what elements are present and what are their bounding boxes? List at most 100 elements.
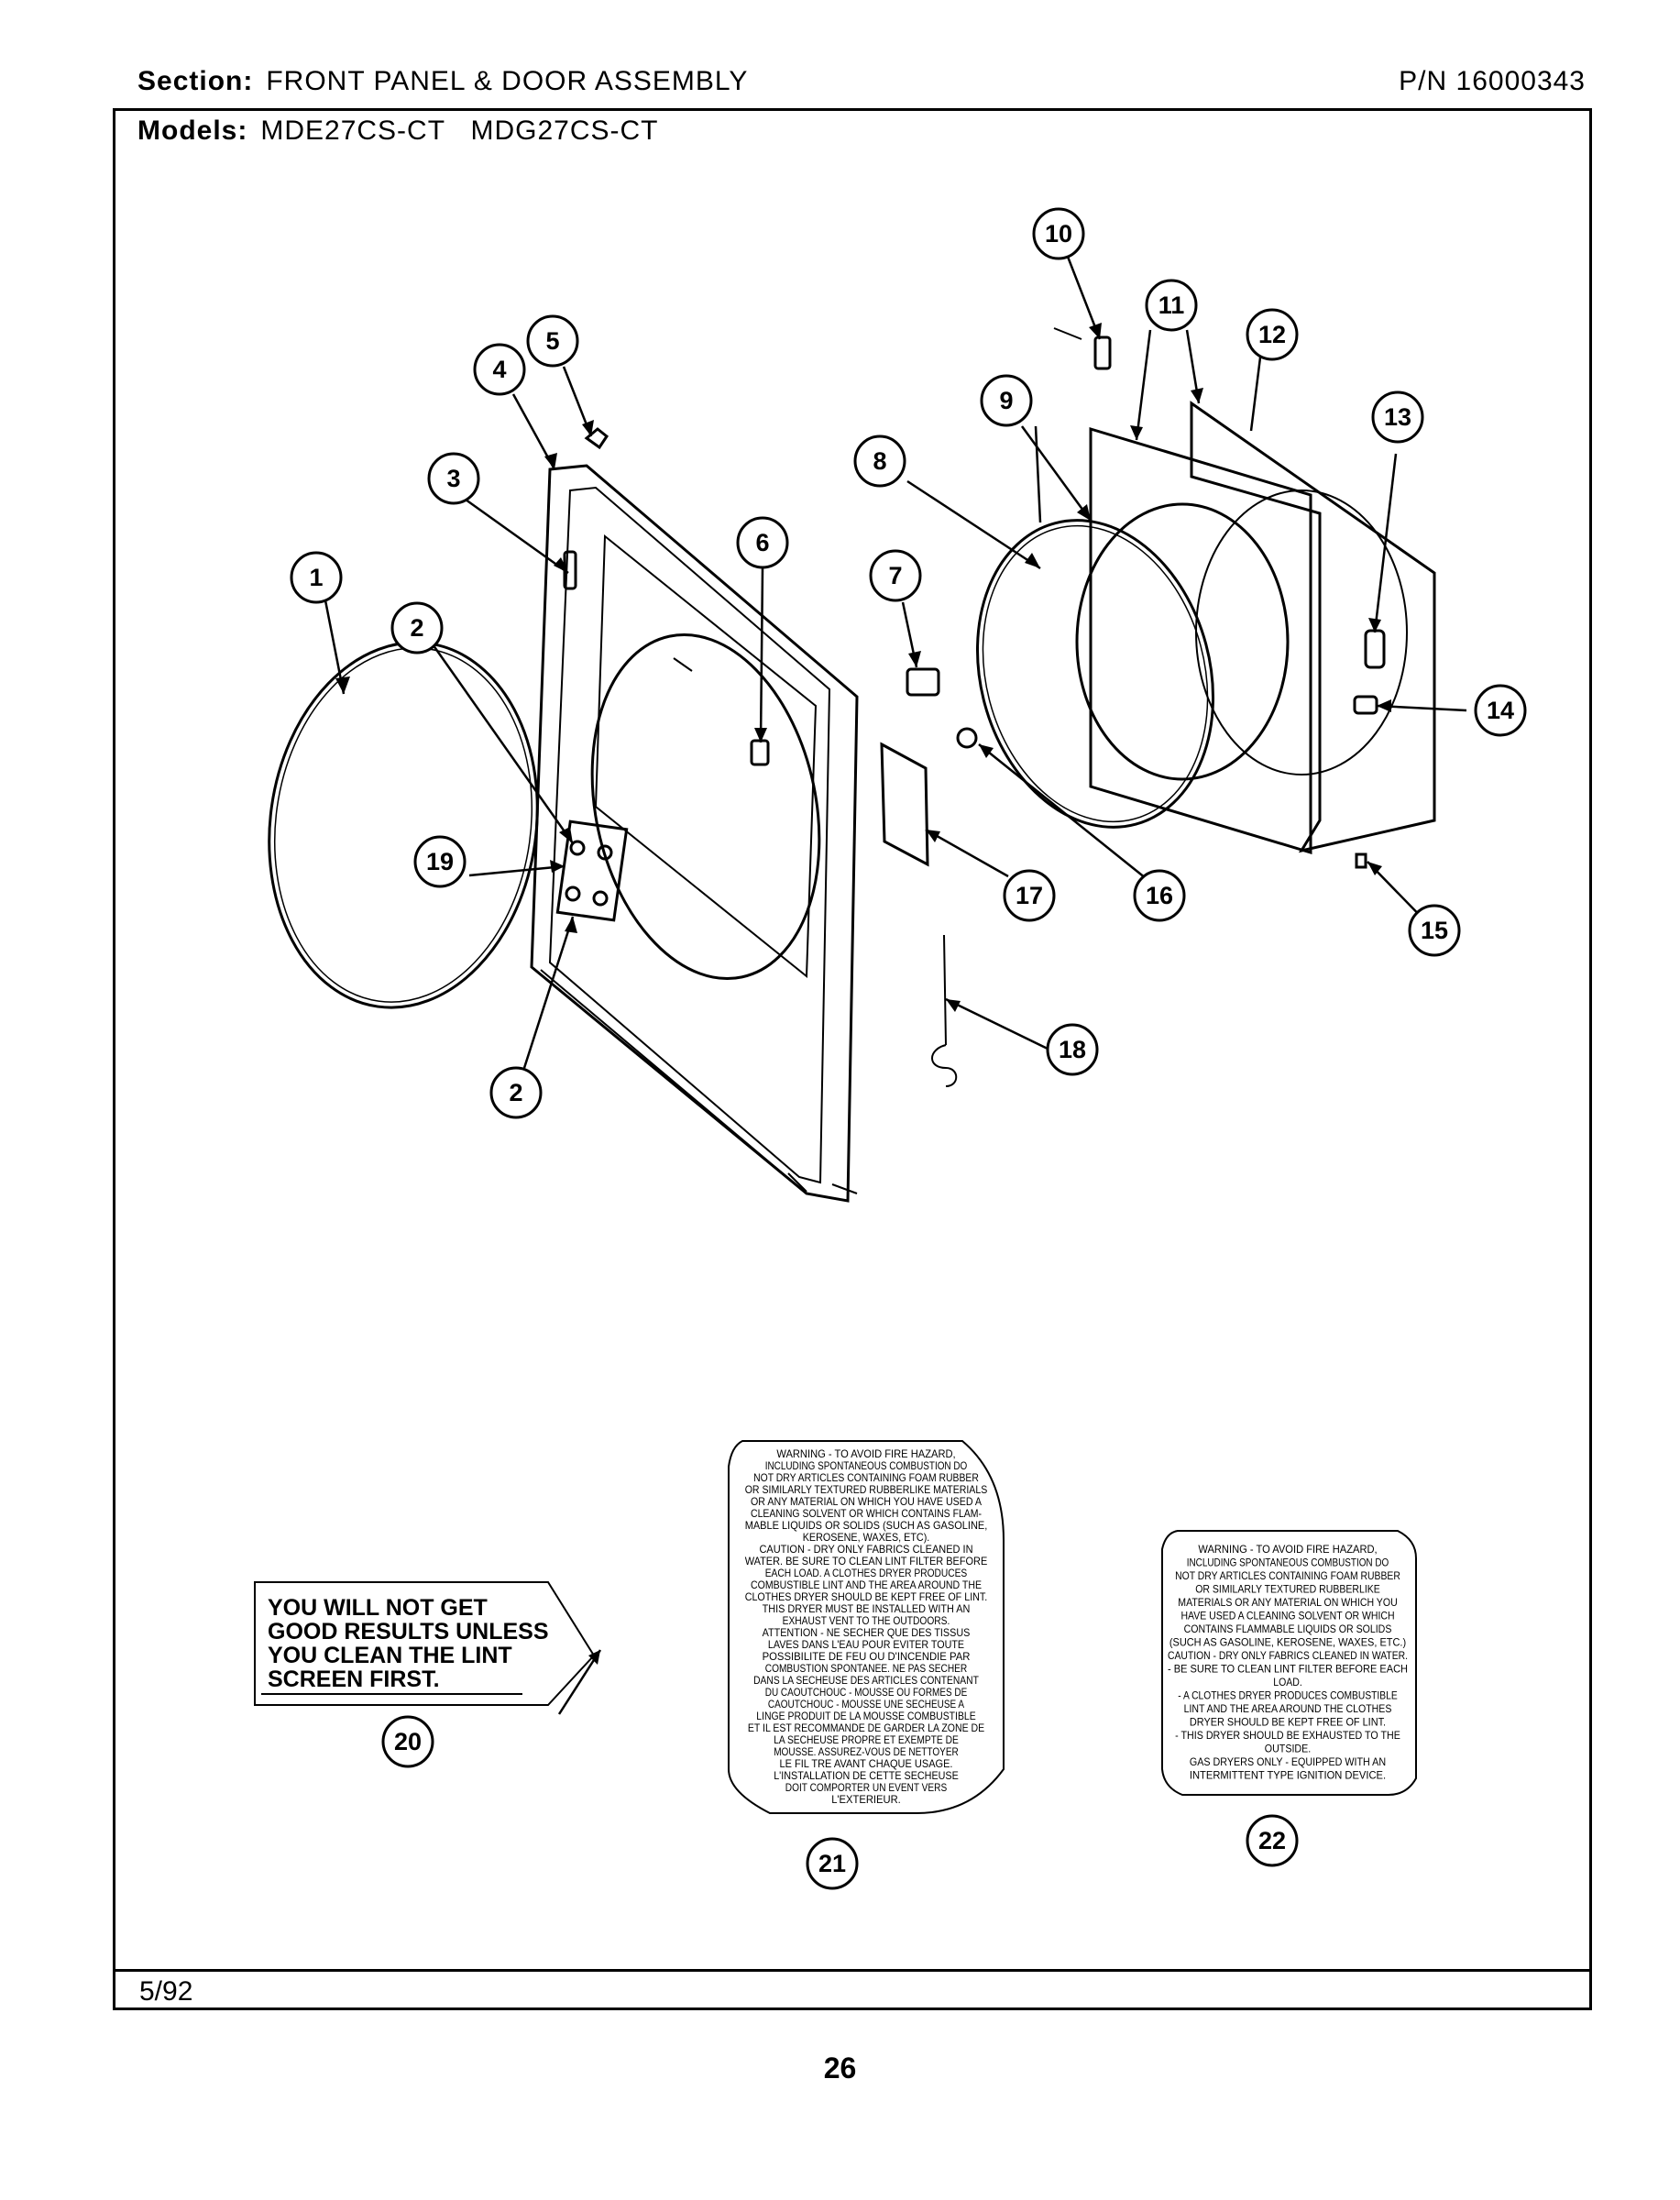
label21-text-line: DU CAOUTCHOUC - MOUSSE OU FORMES DE xyxy=(765,1686,968,1699)
callout-number: 22 xyxy=(1258,1827,1286,1854)
callout-circle xyxy=(1003,869,1056,922)
callout-circle xyxy=(1046,1023,1099,1076)
callout-circle xyxy=(1246,1814,1299,1867)
label21-text-line: CAUTION - DRY ONLY FABRICS CLEANED IN xyxy=(759,1543,972,1556)
label21-text-line: CLOTHES DRYER SHOULD BE KEPT FREE OF LIN… xyxy=(745,1590,988,1603)
callout-number: 6 xyxy=(755,529,769,556)
label21-text-line: LAVES DANS L'EAU POUR EVITER TOUTE xyxy=(768,1638,964,1651)
label22-text-line: LOAD. xyxy=(1273,1676,1302,1688)
label21-text-line: EACH LOAD. A CLOTHES DRYER PRODUCES xyxy=(765,1567,968,1579)
callout-circle xyxy=(473,343,526,396)
callout-circle xyxy=(390,601,444,654)
callout-number: 8 xyxy=(873,447,886,475)
label22-text-line: LINT AND THE AREA AROUND THE CLOTHES xyxy=(1184,1702,1392,1715)
section-title: Section: FRONT PANEL & DOOR ASSEMBLY xyxy=(137,66,748,97)
label21-text-line: LE FIL TRE AVANT CHAQUE USAGE. xyxy=(780,1757,953,1770)
label21-text-line: CAOUTCHOUC - MOUSSE UNE SECHEUSE A xyxy=(768,1698,964,1710)
callout-circle xyxy=(806,1837,859,1890)
label21-text-line: OR SIMILARLY TEXTURED RUBBERLIKE MATERIA… xyxy=(745,1483,988,1496)
label21-text-line: ATTENTION - NE SECHER QUE DES TISSUS xyxy=(763,1626,971,1639)
lint-plate xyxy=(880,742,929,867)
callout-circle xyxy=(1133,869,1186,922)
label21-text-line: THIS DRYER MUST BE INSTALLED WITH AN xyxy=(763,1602,971,1615)
warning-label-bilingual: WARNING - TO AVOID FIRE HAZARD,INCLUDING… xyxy=(728,1440,1005,1814)
models-value: MDE27CS-CT MDG27CS-CT xyxy=(260,116,659,146)
callout-number: 12 xyxy=(1258,321,1286,348)
callout-circle xyxy=(381,1715,434,1768)
label21-text-line: INCLUDING SPONTANEOUS COMBUSTION DO xyxy=(765,1459,968,1472)
inner-door-ring xyxy=(975,519,1215,829)
callout-circle xyxy=(526,314,579,368)
callout-number: 2 xyxy=(410,614,423,642)
label22-text-line: CONTAINS FLAMMABLE LIQUIDS OR SOLIDS xyxy=(1184,1622,1392,1635)
label20-line-3: YOU CLEAN THE LINT xyxy=(268,1643,512,1668)
label22-text-line: - BE SURE TO CLEAN LINT FILTER BEFORE EA… xyxy=(1168,1663,1408,1676)
callout-circle xyxy=(413,835,467,888)
door-hinge xyxy=(1093,336,1112,370)
callout-number: 20 xyxy=(394,1728,422,1755)
label21-text-line: WARNING - TO AVOID FIRE HAZARD, xyxy=(776,1447,955,1460)
callout-number: 18 xyxy=(1059,1036,1086,1063)
label22-text-line: MATERIALS OR ANY MATERIAL ON WHICH YOU xyxy=(1178,1596,1397,1609)
callout-circle xyxy=(1145,279,1198,332)
label22-text-line: OUTSIDE. xyxy=(1265,1743,1311,1755)
label22-text-line: - A CLOTHES DRYER PRODUCES COMBUSTIBLE xyxy=(1178,1689,1397,1702)
callout-circle xyxy=(736,516,789,569)
callout-number: 3 xyxy=(446,465,460,492)
callout-number: 10 xyxy=(1045,220,1072,248)
callout-number: 19 xyxy=(426,848,454,875)
callout-circle xyxy=(427,452,480,505)
callout-number: 16 xyxy=(1146,882,1173,909)
label21-text-line: L'EXTERIEUR. xyxy=(831,1793,901,1806)
wire-hook xyxy=(931,934,958,1087)
callout-number: 9 xyxy=(999,387,1013,414)
warning-label-gas: WARNING - TO AVOID FIRE HAZARD,INCLUDING… xyxy=(1161,1530,1417,1796)
label21-text-line: DANS LA SECHEUSE DES ARTICLES CONTENANT xyxy=(753,1674,979,1687)
label21-text-line: NOT DRY ARTICLES CONTAINING FOAM RUBBER xyxy=(753,1471,979,1484)
door-latch xyxy=(1364,629,1386,669)
switch-actuator xyxy=(750,739,770,766)
label21-text-line: EXHAUST VENT TO THE OUTDOORS. xyxy=(783,1614,950,1627)
revision-date: 5/92 xyxy=(139,1976,193,2007)
callout-circle xyxy=(489,1066,543,1119)
part-number: P/N 16000343 xyxy=(1399,66,1586,96)
label21-text-line: MABLE LIQUIDS OR SOLIDS (SUCH AS GASOLIN… xyxy=(745,1519,988,1532)
models-line: Models:MDE27CS-CT MDG27CS-CT xyxy=(137,116,659,147)
label21-text-line: CLEANING SOLVENT OR WHICH CONTAINS FLAM- xyxy=(751,1507,982,1520)
label21-text-line: OR ANY MATERIAL ON WHICH YOU HAVE USED A xyxy=(751,1495,982,1508)
callout-circle xyxy=(980,374,1033,427)
label20-line-1: YOU WILL NOT GET xyxy=(268,1595,488,1621)
footer-divider xyxy=(113,1969,1592,1972)
label22-text-line: NOT DRY ARTICLES CONTAINING FOAM RUBBER xyxy=(1175,1569,1400,1582)
label22-text-line: OR SIMILARLY TEXTURED RUBBERLIKE xyxy=(1195,1583,1380,1596)
callout-number: 2 xyxy=(509,1079,522,1106)
door-inner-panel xyxy=(1075,426,1312,855)
label21-text-line: MOUSSE. ASSUREZ-VOUS DE NETTOYER xyxy=(774,1745,959,1758)
door-catch xyxy=(1353,695,1378,715)
callout-number: 5 xyxy=(545,327,559,355)
lint-reminder-label: YOU WILL NOT GET GOOD RESULTS UNLESS YOU… xyxy=(254,1581,596,1706)
label21-text-line: POSSIBILITE DE FEU OU D'INCENDIE PAR xyxy=(763,1650,971,1663)
section-value: FRONT PANEL & DOOR ASSEMBLY xyxy=(266,66,749,96)
outer-door-panel xyxy=(1190,401,1436,853)
label22-text-line: DRYER SHOULD BE KEPT FREE OF LINT. xyxy=(1190,1716,1386,1729)
label21-text-line: L'INSTALLATION DE CETTE SECHEUSE xyxy=(774,1769,959,1782)
callout-circle xyxy=(869,549,922,602)
callout-circle xyxy=(290,551,343,604)
label22-text-line: INTERMITTENT TYPE IGNITION DEVICE. xyxy=(1190,1769,1386,1782)
label22-text-line: GAS DRYERS ONLY - EQUIPPED WITH AN xyxy=(1190,1755,1386,1768)
callout-number: 21 xyxy=(818,1850,846,1877)
callout-circle xyxy=(853,434,906,488)
label22-text-line: HAVE USED A CLEANING SOLVENT OR WHICH xyxy=(1180,1610,1394,1622)
door-switch xyxy=(906,667,940,697)
label21-text-line: KEROSENE, WAXES, ETC). xyxy=(803,1531,930,1544)
section-label: Section: xyxy=(137,66,254,96)
callout-number: 4 xyxy=(492,356,506,383)
diagram-frame xyxy=(113,108,1592,2010)
callout-circle xyxy=(1408,904,1461,957)
callout-number: 11 xyxy=(1158,292,1185,319)
label22-text-line: CAUTION - DRY ONLY FABRICS CLEANED IN WA… xyxy=(1168,1649,1408,1662)
label22-text-line: (SUCH AS GASOLINE, KEROSENE, WAXES, ETC.… xyxy=(1169,1636,1406,1649)
